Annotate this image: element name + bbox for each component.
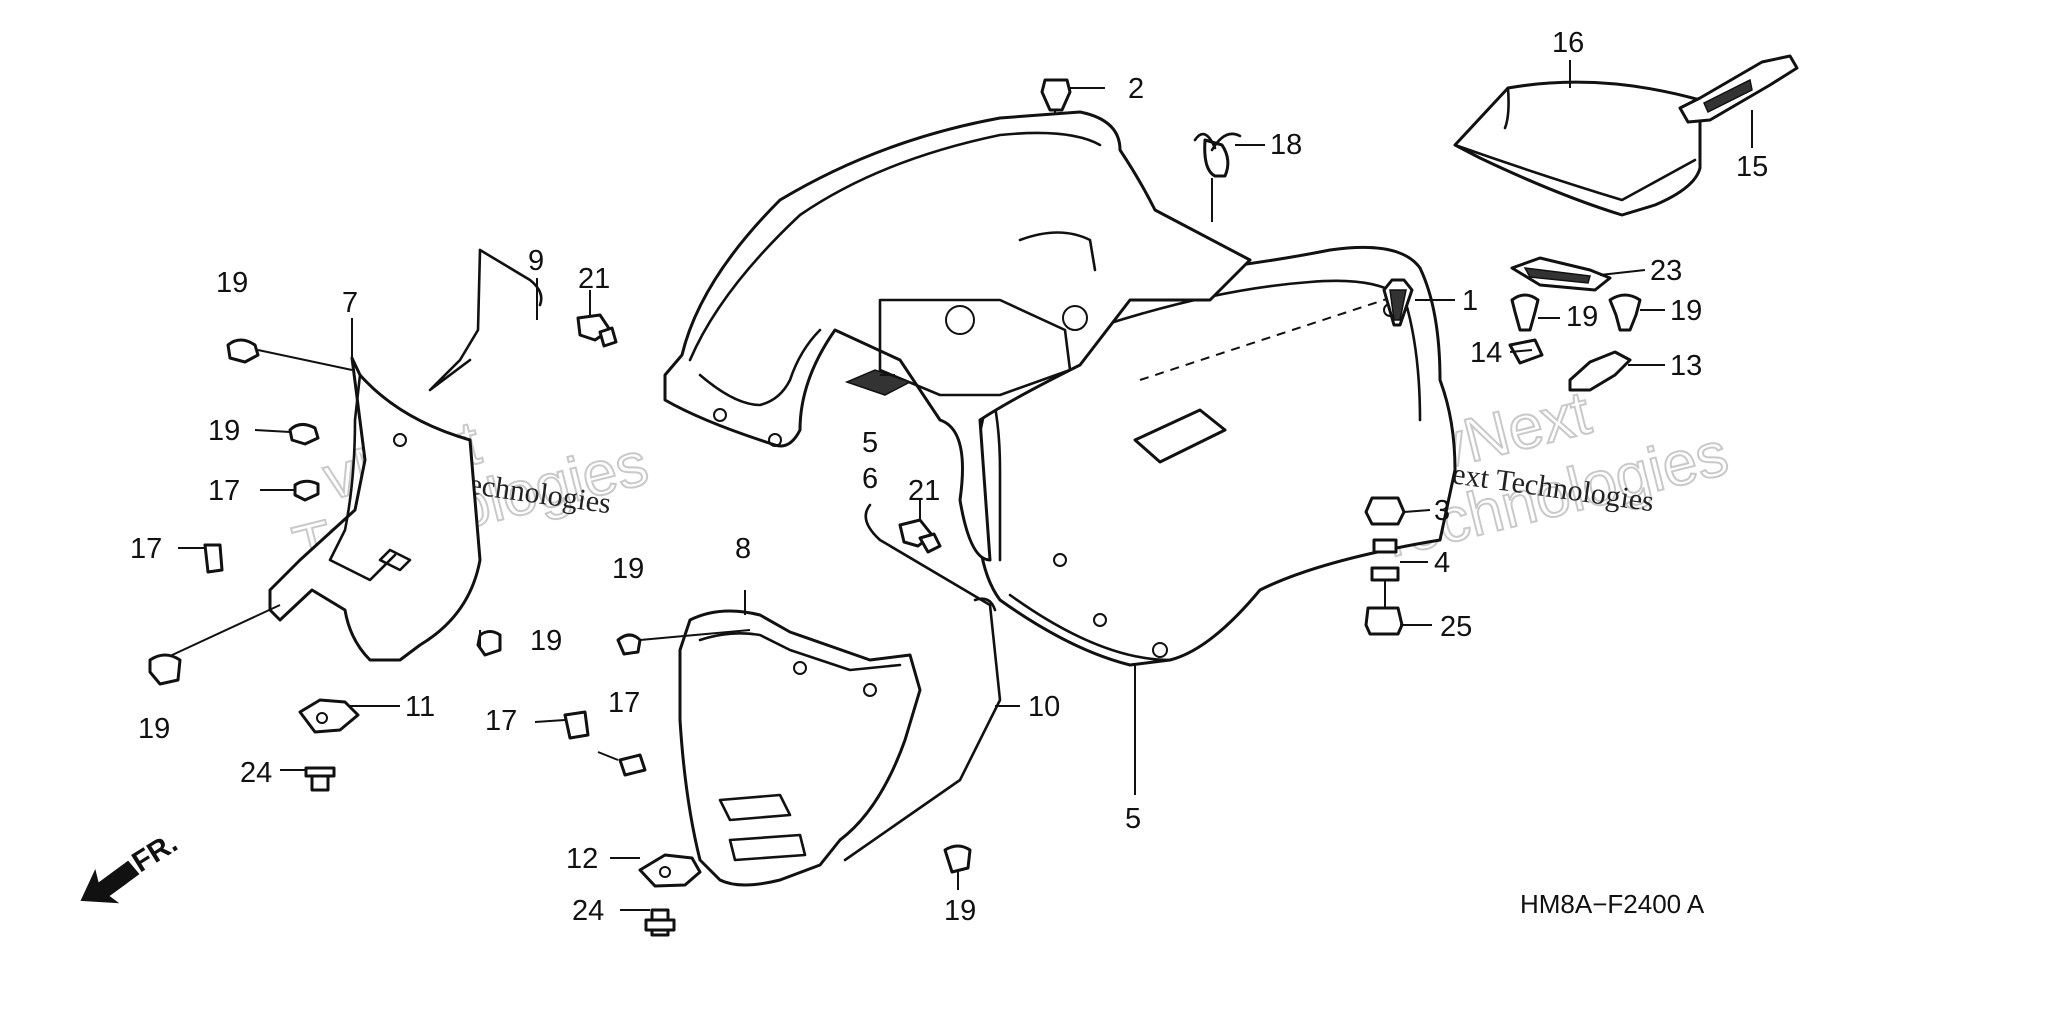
callout-19-right-b: 19 (1670, 295, 1702, 327)
seat-pad-part-16 (1453, 80, 1702, 217)
callout-21-upper: 21 (578, 263, 610, 295)
front-direction-arrow: FR. (80, 827, 183, 904)
callout-2: 2 (1128, 73, 1144, 105)
callout-18: 18 (1270, 129, 1302, 161)
bracket-part-11 (298, 698, 360, 734)
callout-19-center: 19 (612, 553, 644, 585)
callout-19-left: 19 (208, 415, 240, 447)
collar-stack-3-4-25 (1364, 496, 1406, 636)
callout-13: 13 (1670, 350, 1702, 382)
callout-19-center-left: 19 (530, 625, 562, 657)
bolt-part-24-b (644, 908, 676, 937)
fasteners-left (148, 338, 972, 874)
callout-3: 3 (1434, 495, 1450, 527)
callout-15: 15 (1736, 151, 1768, 183)
callout-5-pad: 5 (862, 427, 878, 459)
callout-17-left: 17 (208, 475, 240, 507)
callout-5-fender: 5 (1125, 803, 1141, 835)
callout-19-right-a: 19 (1566, 301, 1598, 333)
callout-9: 9 (528, 245, 544, 277)
brace-rod-part-10 (843, 503, 1002, 862)
brace-rod-part-9 (428, 248, 543, 392)
callout-11: 11 (405, 691, 435, 723)
callout-14: 14 (1470, 337, 1502, 369)
callout-17-center-b: 17 (608, 687, 640, 719)
leader-lines (169, 60, 1753, 911)
callout-19-top-left: 19 (216, 267, 248, 299)
clip-part-18 (1193, 132, 1242, 222)
bracket-part-12 (638, 853, 702, 888)
rear-fender-part-5 (973, 245, 1457, 667)
callout-8: 8 (735, 533, 751, 565)
callout-6: 6 (862, 463, 878, 495)
callout-12: 12 (566, 843, 598, 875)
callout-21-lower: 21 (908, 475, 940, 507)
callout-1: 1 (1462, 285, 1478, 317)
callout-24-left: 24 (240, 757, 272, 789)
right-mudguard-part-8 (678, 609, 922, 887)
callout-10: 10 (1028, 691, 1060, 723)
bolt-part-24-a (304, 766, 336, 792)
callout-17-center: 17 (485, 705, 517, 737)
callout-25: 25 (1440, 611, 1472, 643)
bracket-part-15 (1678, 54, 1799, 124)
callout-19-bottom-left: 19 (138, 713, 170, 745)
callout-23: 23 (1650, 255, 1682, 287)
diagram-code: HM8A−F2400 A (1520, 889, 1705, 919)
callout-19-bottom: 19 (944, 895, 976, 927)
callout-labels: 2 18 16 15 1 23 19 19 14 13 3 4 25 5 6 5… (130, 27, 1768, 927)
callout-17-far-left: 17 (130, 533, 162, 565)
left-mudguard-part-7 (268, 356, 482, 662)
callout-7: 7 (342, 287, 358, 319)
plate-part-23 (1510, 256, 1612, 292)
pad-part-5-6 (844, 369, 912, 396)
callout-4: 4 (1434, 547, 1450, 579)
callout-24-bottom: 24 (572, 895, 604, 927)
grommet-part-1 (1382, 278, 1414, 327)
bolt-part-21-lower (898, 518, 942, 554)
bolt-part-21-upper (576, 313, 618, 348)
callout-16: 16 (1552, 27, 1584, 59)
